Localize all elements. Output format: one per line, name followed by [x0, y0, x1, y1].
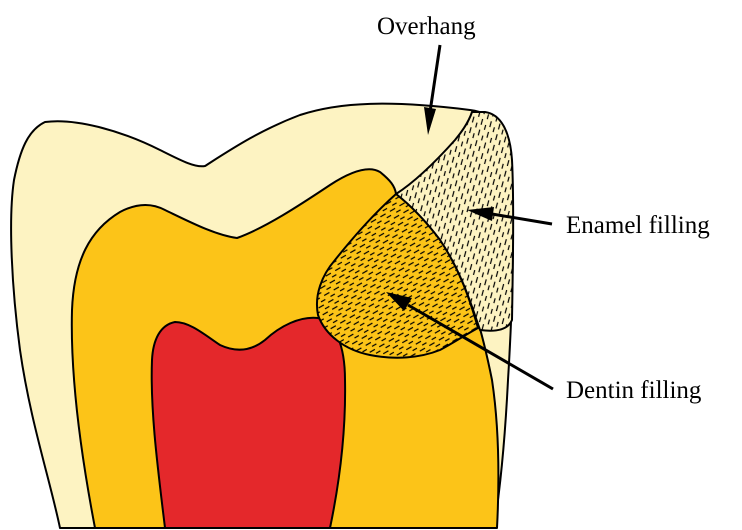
- enamel-filling-label: Enamel filling: [566, 212, 710, 239]
- pulp-chamber: [152, 318, 345, 528]
- overhang-arrow-line: [430, 45, 440, 112]
- dentin-filling-label: Dentin filling: [566, 377, 702, 404]
- overhang-label: Overhang: [377, 13, 476, 40]
